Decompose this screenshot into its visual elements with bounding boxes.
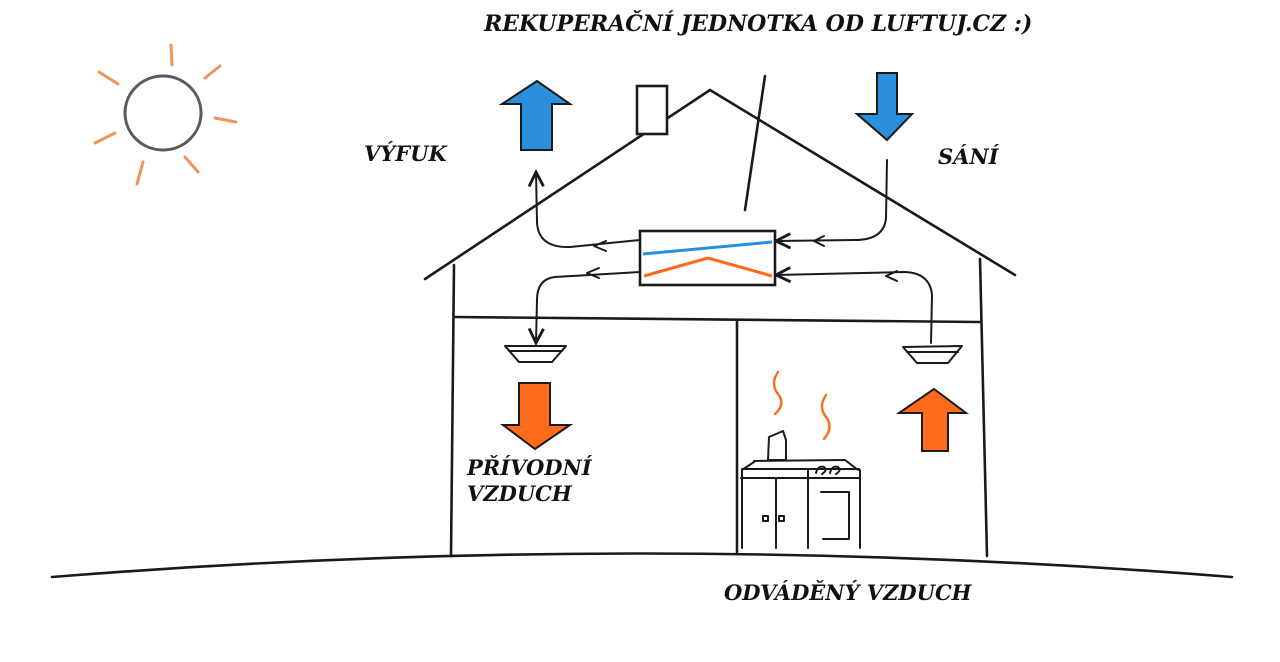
left-wall bbox=[449, 263, 456, 558]
house-icon bbox=[423, 74, 1017, 558]
extract-arrow bbox=[895, 387, 969, 452]
supply-arrow bbox=[500, 382, 574, 451]
exhaust-arrow bbox=[498, 79, 574, 151]
heat-exchanger-icon bbox=[638, 229, 777, 287]
sun-icon bbox=[93, 43, 238, 186]
exhaust-duct bbox=[536, 172, 641, 249]
supply-duct bbox=[536, 271, 641, 343]
supply-air-label-line2: VZDUCH bbox=[467, 481, 572, 507]
ducts bbox=[536, 159, 933, 344]
exhaust-label: VÝFUK bbox=[364, 141, 447, 166]
intake-duct bbox=[776, 159, 888, 241]
diagram-title: REKUPERAČNÍ JEDNOTKA OD LUFTUJ.CZ :) bbox=[484, 11, 1033, 37]
supply-air-label-line1: PŘÍVODNÍ bbox=[467, 455, 592, 480]
kitchen-stove-icon bbox=[740, 370, 861, 549]
exhaust-pipe bbox=[743, 74, 767, 212]
extract-diffuser bbox=[902, 345, 963, 364]
supply-air-label: PŘÍVODNÍ VZDUCH bbox=[467, 455, 647, 508]
chimney bbox=[635, 84, 669, 136]
ground-line bbox=[50, 552, 1234, 579]
ceiling bbox=[453, 315, 982, 324]
right-wall bbox=[978, 257, 989, 558]
roof bbox=[423, 88, 1017, 281]
intake-arrow bbox=[854, 72, 915, 142]
intake-label: SÁNÍ bbox=[938, 144, 999, 169]
supply-diffuser bbox=[504, 345, 567, 363]
extract-air-label: ODVÁDĚNÝ VZDUCH bbox=[724, 580, 972, 605]
extract-duct bbox=[776, 272, 933, 344]
